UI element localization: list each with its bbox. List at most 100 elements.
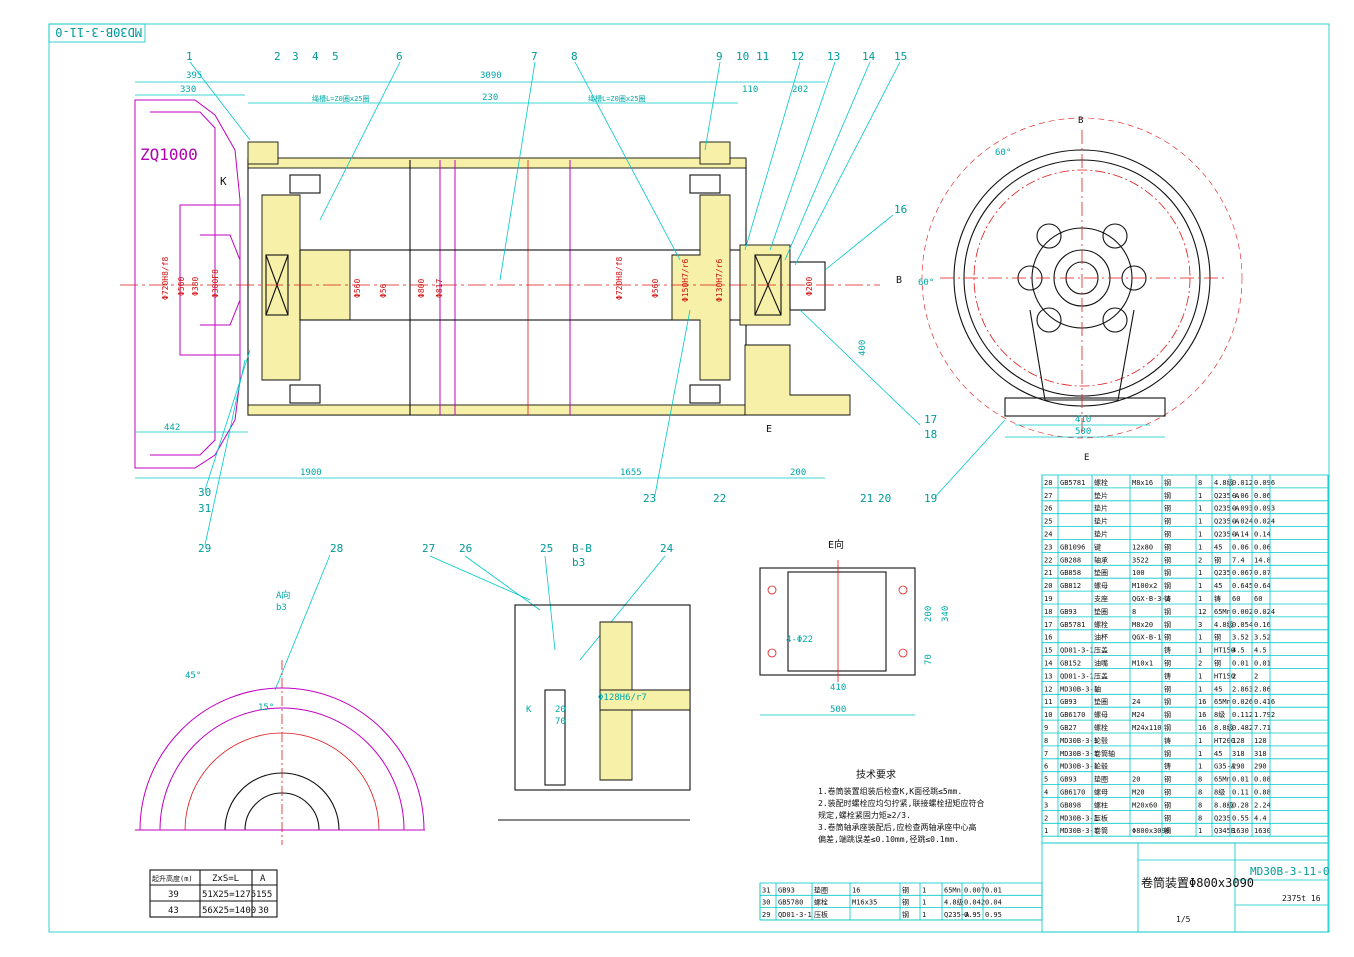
dia-mid-1: Φ56 xyxy=(379,283,388,298)
bom-cell: 45 xyxy=(1214,685,1222,693)
bom-cell: 1 xyxy=(1198,543,1202,551)
rope-clamp-right xyxy=(699,141,731,165)
bom-cell: 0.95 xyxy=(985,911,1002,919)
rope-h1: ZxS=L xyxy=(212,874,239,884)
callout-18: 18 xyxy=(924,428,937,441)
bb-dim-0: Φ128H6/r7 xyxy=(598,693,647,703)
bom-cell: 1 xyxy=(1198,505,1202,513)
bom-cell: 8 xyxy=(1198,479,1202,487)
bom-cell: 0.06 xyxy=(1232,543,1249,551)
bom-cell: 1 xyxy=(1198,582,1202,590)
bom-cell: 1.792 xyxy=(1254,711,1275,719)
bom-cell: 2 xyxy=(1198,556,1202,564)
a-view-angle-15: 15° xyxy=(258,703,274,713)
bb-label: B-B xyxy=(572,542,592,555)
dia-right-2: Φ150H7/r6 xyxy=(681,258,690,302)
e-dim-500: 500 xyxy=(830,705,846,715)
bom-cell: 17 xyxy=(1044,621,1052,629)
bom-cell: 钢 xyxy=(1164,504,1171,513)
callout-20: 20 xyxy=(878,492,891,505)
bom-cell: 4.8级 xyxy=(1214,620,1234,629)
bom-cell: 290 xyxy=(1232,763,1245,771)
bom-cell: 22 xyxy=(1044,556,1052,564)
bom-cell: 铸 xyxy=(1164,646,1171,655)
scale-hint: 1/5 xyxy=(1176,915,1191,924)
bom-cell: 65Mn xyxy=(1214,608,1231,616)
callout-25: 25 xyxy=(540,542,553,555)
bom-cell: 0.01 xyxy=(985,886,1002,894)
bom-cell: 16 xyxy=(1198,724,1206,732)
bom-cell: M8x20 xyxy=(1132,621,1153,629)
bom-cell: 3 xyxy=(1044,801,1048,809)
rope-r0c1: 51X25=1275 xyxy=(202,890,256,900)
b-marker: B xyxy=(896,275,902,286)
bom-cell: 1 xyxy=(1198,672,1202,680)
bom-cell: 垫圈 xyxy=(814,885,828,894)
bom-cell: 4.8级 xyxy=(1214,478,1234,487)
bom-cell: Q345B xyxy=(1214,827,1235,835)
bb-k-marker: K xyxy=(526,705,532,715)
bom-cell: GB812 xyxy=(1060,582,1081,590)
bb-section: B-B b3 Φ128H6/r7 20 70 K xyxy=(498,542,691,821)
bb-dim-2: 70 xyxy=(555,717,566,727)
bom-cell: 11 xyxy=(1044,698,1052,706)
bom-cell: 1630 xyxy=(1232,827,1249,835)
e-dim-410: 410 xyxy=(830,683,846,693)
rope-clamp-left xyxy=(247,141,279,165)
bom-cell: 2 xyxy=(1254,672,1258,680)
bom-cell: 垫片 xyxy=(1094,491,1108,500)
bom-cell: 21 xyxy=(1044,569,1052,577)
bom-cell: GB288 xyxy=(1060,556,1081,564)
bom-cell: 31 xyxy=(762,886,770,894)
bom-cell: 0.08 xyxy=(1254,776,1271,784)
dia-mid-2: Φ800 xyxy=(417,279,426,298)
bom-cell: 2.863 xyxy=(1232,685,1253,693)
bom-cell: 24 xyxy=(1044,531,1052,539)
bom-cell: 钢 xyxy=(1164,478,1171,487)
bom-cell: Q235 xyxy=(1214,814,1231,822)
bom-cell: 28 xyxy=(1044,479,1052,487)
callout-24: 24 xyxy=(660,542,674,555)
bom-cell: 钢 xyxy=(1164,659,1171,668)
bom-cell: 100 xyxy=(1132,569,1145,577)
bom-cell: 0.88 xyxy=(1254,789,1271,797)
e-marker: E xyxy=(766,424,772,435)
bom-cell: 0.093 xyxy=(1254,505,1275,513)
bom-cell: 键 xyxy=(1094,542,1101,551)
bom-cell: GB93 xyxy=(1060,698,1077,706)
bb-dim-1: 20 xyxy=(555,705,566,715)
rope-r1c1: 56X25=1400 xyxy=(202,906,256,916)
e-dim-70: 70 xyxy=(924,654,934,665)
section-a-marker: K xyxy=(220,175,227,188)
e-view: E向 410 500 200 340 70 4-Φ22 xyxy=(759,538,951,716)
bom-cell: 钢 xyxy=(1164,684,1171,693)
callout-2: 2 xyxy=(274,50,281,63)
bom-cell: 1 xyxy=(922,886,926,894)
bom-cell: 0.024 xyxy=(1254,608,1275,616)
callout-17: 17 xyxy=(924,413,937,426)
bom-cell: 钢 xyxy=(1164,697,1171,706)
bom-cell: 钢 xyxy=(902,885,909,894)
bom-cell: GB93 xyxy=(778,886,795,894)
bom-cell: 螺母 xyxy=(1094,710,1108,719)
bom-cell: 8 xyxy=(1198,789,1202,797)
bom-cell: 钢 xyxy=(1214,633,1221,642)
callout-leaders xyxy=(189,61,1006,691)
dim-442: 442 xyxy=(164,423,180,433)
bom-cell: 16 xyxy=(1198,711,1206,719)
bom-cell: MD30B-3-1 xyxy=(1060,763,1098,771)
drawing-title: 卷筒装置Φ800x3090 xyxy=(1141,875,1254,890)
bom-cell: M20 xyxy=(1132,789,1145,797)
bom-cell: 钢 xyxy=(1164,607,1171,616)
callout-26: 26 xyxy=(459,542,472,555)
bom-cell: MD30B-3-1 xyxy=(1060,814,1098,822)
bom-cell: 0.054 xyxy=(1232,621,1253,629)
bom-cell: 0.64 xyxy=(1254,582,1271,590)
bom-cell: 1 xyxy=(1198,827,1202,835)
bom-cell: 0.06 xyxy=(1232,492,1249,500)
bom-cell: 8.8级 xyxy=(1214,800,1234,809)
callout-11: 11 xyxy=(756,50,769,63)
bom-cell: 3.52 xyxy=(1232,634,1249,642)
dia-left-1: Φ560 xyxy=(177,277,186,296)
